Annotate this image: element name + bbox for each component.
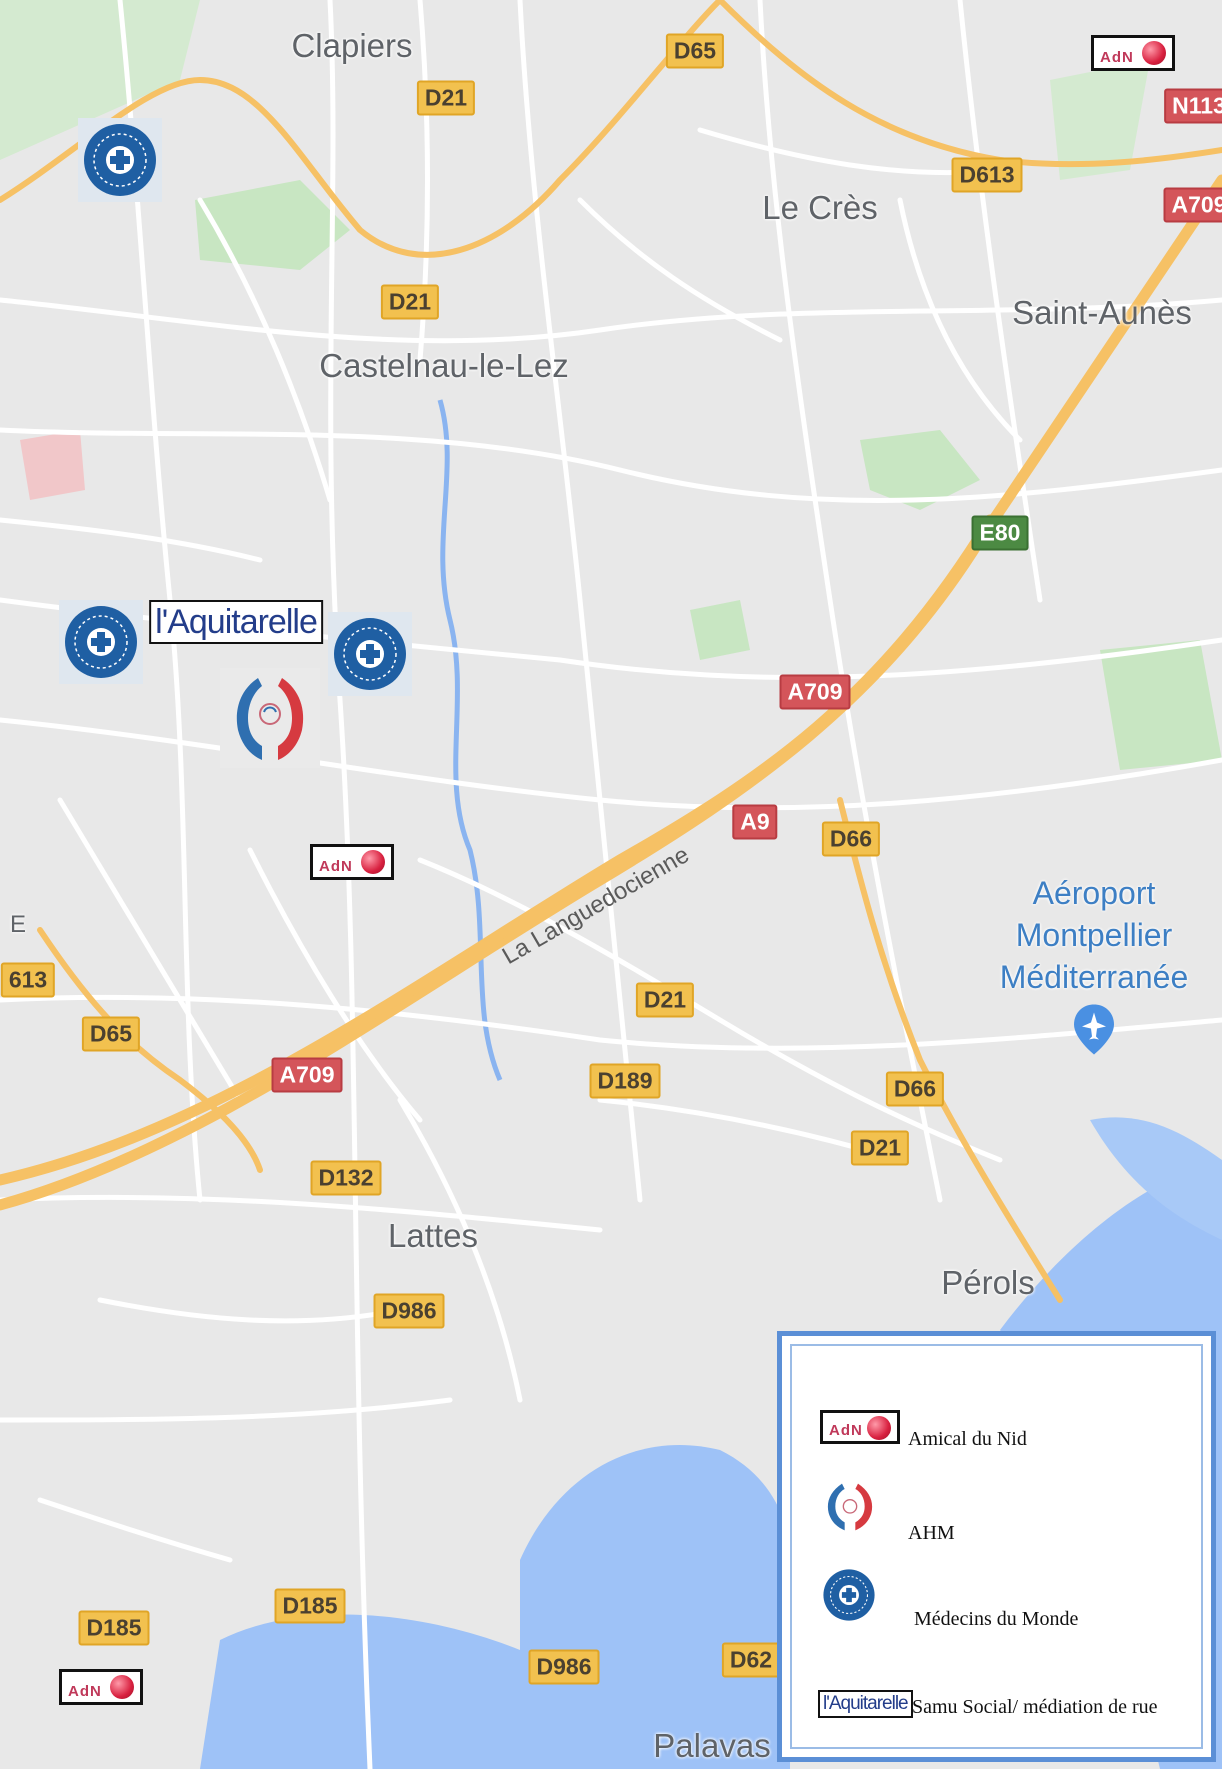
park-1 [195,180,350,270]
water-etang [520,1444,790,1769]
aquitarelle-logo: l'Aquitarelle [149,600,323,644]
legend-label-mdm: Médecins du Monde [914,1608,1079,1630]
legend-inner-frame: AdN Amical du Nid AHM Médecins du Monde … [790,1344,1203,1749]
place-le-cres: Le Crès [762,189,878,226]
shield-d613-left: 613 [0,962,56,998]
place-castelnau: Castelnau-le-Lez [319,347,569,384]
water-etang-south [200,1614,560,1769]
legend-label-ahm: AHM [908,1522,955,1544]
shield-d986-low: D986 [528,1649,600,1685]
pink-area [20,430,85,500]
shield-a9: A9 [732,804,778,840]
park-4 [1100,640,1222,770]
airport-icon[interactable] [1072,1003,1116,1062]
adn-logo: AdN [59,1669,143,1705]
shield-d66-top: D66 [821,821,881,857]
place-perols: Pérols [941,1264,1035,1301]
shield-d21-right: D21 [850,1130,910,1166]
mdm-icon [65,606,137,678]
adn-logo: AdN [310,844,394,880]
mdm-logo [59,600,143,684]
adn-logo: AdN [1091,35,1175,71]
shield-d132: D132 [310,1160,382,1196]
ahm-logo [220,668,320,768]
water-lagoon-2 [1090,1117,1222,1240]
legend-label-samu: Samu Social/ médiation de rue [912,1696,1158,1718]
place-clapiers: Clapiers [291,27,413,64]
mdm-icon [84,124,156,196]
marker-aquitarelle[interactable]: l'Aquitarelle [149,600,323,644]
road-d613 [717,0,1222,168]
airport-line3: Méditerranée [999,959,1189,995]
shield-e80: E80 [971,515,1029,551]
road-d65-north [0,0,723,258]
park-5 [0,0,200,160]
mdm-icon [334,618,406,690]
shield-d21-mid: D21 [380,284,440,320]
shield-d185-mid: D185 [274,1588,346,1624]
road-d65-west [37,927,263,1173]
legend-aquitarelle-icon: l'Aquitarelle [818,1690,913,1718]
shield-d189: D189 [589,1063,661,1099]
mdm-logo [78,118,162,202]
park-2 [860,430,980,510]
place-lattes: Lattes [388,1217,478,1254]
ahm-icon [236,678,304,760]
shield-a709-left: A709 [271,1057,343,1093]
shield-d65-top: D65 [665,33,725,69]
shield-d613-top: D613 [951,157,1023,193]
marker-adn-top-right[interactable]: AdN [1091,35,1175,71]
mdm-logo [328,612,412,696]
highway-a709 [0,514,996,1186]
place-edge-e: E [9,911,27,938]
shield-a709-right: A709 [1163,187,1222,223]
shield-d21-low: D21 [635,982,695,1018]
legend-label-adn: Amical du Nid [908,1428,1027,1450]
shield-d66-low: D66 [885,1071,945,1107]
shield-d986-mid: D986 [373,1293,445,1329]
marker-mdm-top-left[interactable] [78,118,162,202]
shield-d21-top: D21 [416,80,476,116]
shield-n113: N113 [1164,88,1222,124]
place-palavas: Palavas [653,1727,771,1764]
marker-mdm-center[interactable] [328,612,412,696]
airport-label: Aéroport Montpellier Méditerranée [1000,872,1189,998]
river-lez [437,399,503,1081]
legend-ahm-icon [822,1482,878,1537]
airport-line2: Montpellier [1015,917,1173,953]
marker-mdm-left[interactable] [59,600,143,684]
place-saint-aunes: Saint-Aunès [1012,294,1192,331]
marker-ahm[interactable] [220,668,320,768]
marker-adn-center[interactable]: AdN [310,844,394,880]
road-d66 [837,797,1063,1303]
shield-a709-mid: A709 [779,674,851,710]
marker-adn-bottom-left[interactable]: AdN [59,1669,143,1705]
shield-d185-left: D185 [78,1610,150,1646]
shield-d62: D62 [721,1642,781,1678]
shield-d65-left: D65 [81,1016,141,1052]
airport-line1: Aéroport [1032,875,1156,911]
legend-mdm-icon [822,1568,876,1627]
map-legend: AdN Amical du Nid AHM Médecins du Monde … [777,1331,1216,1762]
park-6 [1050,60,1150,180]
park-3 [690,600,750,660]
legend-adn-icon: AdN [820,1410,900,1444]
